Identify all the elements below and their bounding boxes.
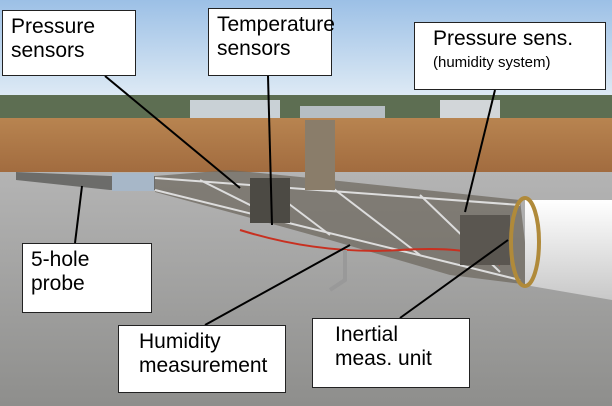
label-line: Pressure [11, 15, 96, 38]
temperature-sensor-housing [305, 120, 335, 190]
label-inertial-unit: Inertial meas. unit [312, 318, 470, 388]
label-line: sensors [11, 39, 85, 62]
fuselage-cylinder [525, 200, 612, 300]
label-line: (humidity system) [433, 54, 551, 71]
label-line: measurement [139, 354, 268, 377]
label-line: sensors [217, 37, 291, 60]
label-line: Humidity [139, 330, 221, 353]
pointer-lines [74, 75, 509, 326]
label-five-hole-probe: 5-hole probe [22, 243, 152, 313]
label-line: Temperature [217, 13, 335, 36]
hangar [440, 100, 500, 120]
label-line: 5-hole [31, 248, 90, 271]
label-temperature-sensors: Temperature sensors [208, 8, 335, 76]
label-humidity-measurement: Humidity measurement [118, 325, 286, 393]
label-line: Pressure sens. [433, 27, 574, 50]
label-line: meas. unit [335, 347, 432, 370]
label-pressure-sens-humidity: Pressure sens. (humidity system) [414, 22, 606, 90]
hangar [190, 100, 280, 120]
humidity-tube [328, 250, 347, 292]
label-pressure-sensors: Pressure sensors [2, 10, 136, 76]
label-line: probe [31, 272, 85, 295]
probe-collar [112, 173, 154, 191]
label-line: Inertial [335, 323, 399, 346]
cylinder-rim [509, 196, 541, 288]
